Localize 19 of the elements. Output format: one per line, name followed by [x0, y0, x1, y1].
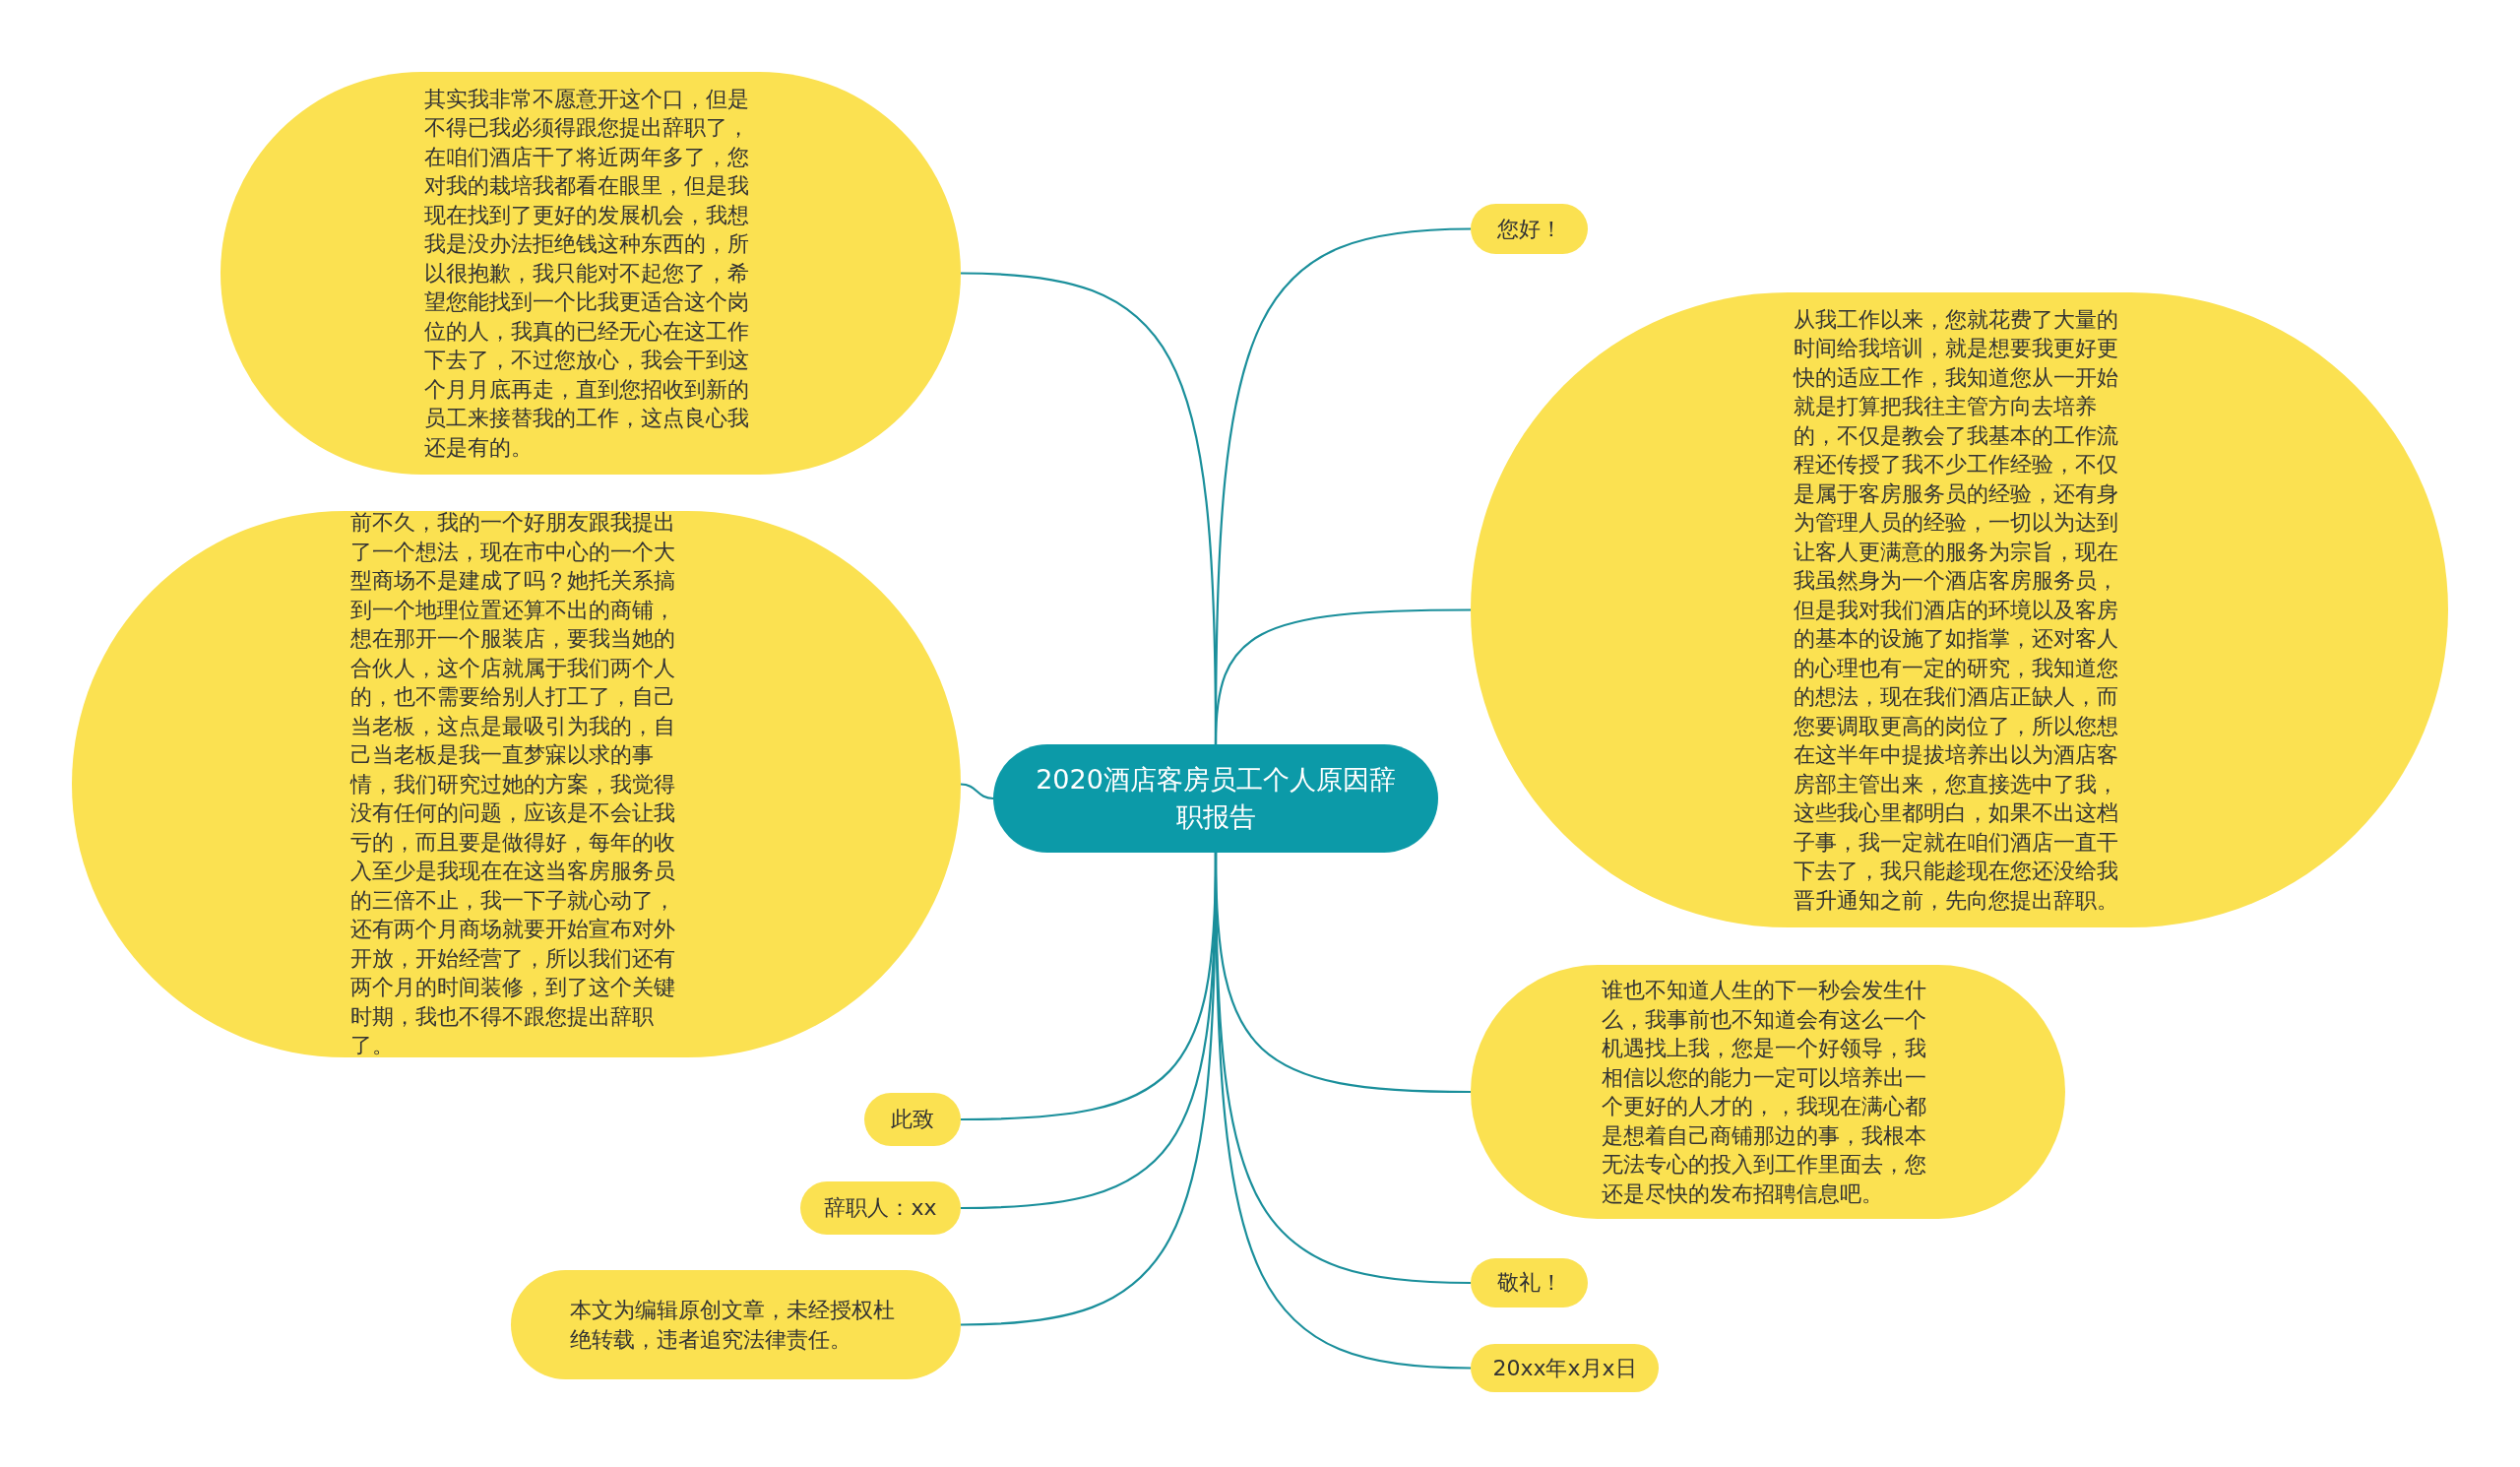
- branch-node: [1471, 1344, 1659, 1392]
- connector-line: [1214, 608, 1471, 745]
- branch-node: [1471, 204, 1588, 254]
- branch-node: [1471, 1258, 1588, 1308]
- connector-line: [960, 783, 994, 800]
- branch-node: [800, 1181, 961, 1235]
- branch-text: 此致: [891, 1106, 934, 1134]
- branch-text: 谁也不知道人生的下一秒会发生什么，我事前也不知道会有这么一个机遇找上我，您是一个好领导，我相信以您的能力一定可以培养出一个更好的人才的，，我现在满心都是想着自己商铺那边的事，我根本无法专心的投入到工作里面去，您还是尽快的发布招聘信息吧。: [1602, 977, 1927, 1208]
- branch-text: 敬礼！: [1496, 1269, 1562, 1298]
- branch-text: 从我工作以来，您就花费了大量的时间给我培训，就是想要我更好更快的适应工作，我知道您从一开始就是打算把我往主管方向去培养的，不仅是教会了我基本的工作流程还传授了我不少工作经验，不仅是属于客房服务员的经验，还有身为管理人员的经验，一切以为达到让客人更满意的服务为宗旨，现在我虽然身为一个酒店客房服务员，但是我对我们酒店的环境以及客房的基本的设施了如指掌，还对客人的心理也有一定的研究，我知道您的想法，现在我们酒店正缺人，而您要调取更高的岗位了，所以您想在这半年中提拔培养出以为酒店客房部主管出来，您直接选中了我，这些我心里都明白，如果不出这档子事，我一定就在咱们酒店一直干下去了，我只能趁现在您还没给我晋升通知之前，先向您提出辞职。: [1793, 305, 2119, 915]
- branch-text: 本文为编辑原创文章，未经授权杜绝转载，违者追究法律责任。: [569, 1297, 896, 1354]
- branch-text: 其实我非常不愿意开这个口，但是不得已我必须得跟您提出辞职了，在咱们酒店干了将近两年多了，您对我的栽培我都看在眼里，但是我现在找到了更好的发展机会，我想我是没办法拒绝钱这种东西的，所以很抱歉，我只能对不起您了，希望您能找到一个比我更适合这个岗位的人，我真的已经无心在这工作下去了，不过您放心，我会干到这个月月底再走，直到您招收到新的员工来接替我的工作，这点良心我还是有的。: [424, 85, 750, 462]
- topic-title: 2020酒店客房员工个人原因辞职报告: [1035, 763, 1397, 834]
- branch-text: 前不久，我的一个好朋友跟我提出了一个想法，现在市中心的一个大型商场不是建成了吗？她托关系搞到一个地理位置还算不出的商铺，想在那开一个服装店，要我当她的合伙人，这个店就属于我们两个人的，也不需要给别人打工了，自己当老板，这点是最吸引为我的，自己当老板是我一直梦寐以求的事情，我们研究过她的方案，我觉得没有任何的问题，应该是不会让我亏的，而且要是做得好，每年的收入至少是我现在在这当客房服务员的三倍不止，我一下子就心动了，还有两个月商场就要开始宣布对外开放，开始经营了，所以我们还有两个月的时间装修，到了这个关键时期，我也不得不跟您提出辞职了。: [349, 509, 676, 1060]
- branch-text: 辞职人：xx: [824, 1194, 937, 1223]
- branch-node: [864, 1093, 961, 1146]
- connector-line: [1214, 853, 1472, 1370]
- branch-text: 20xx年x月x日: [1492, 1354, 1637, 1382]
- branch-text: 您好！: [1496, 215, 1562, 243]
